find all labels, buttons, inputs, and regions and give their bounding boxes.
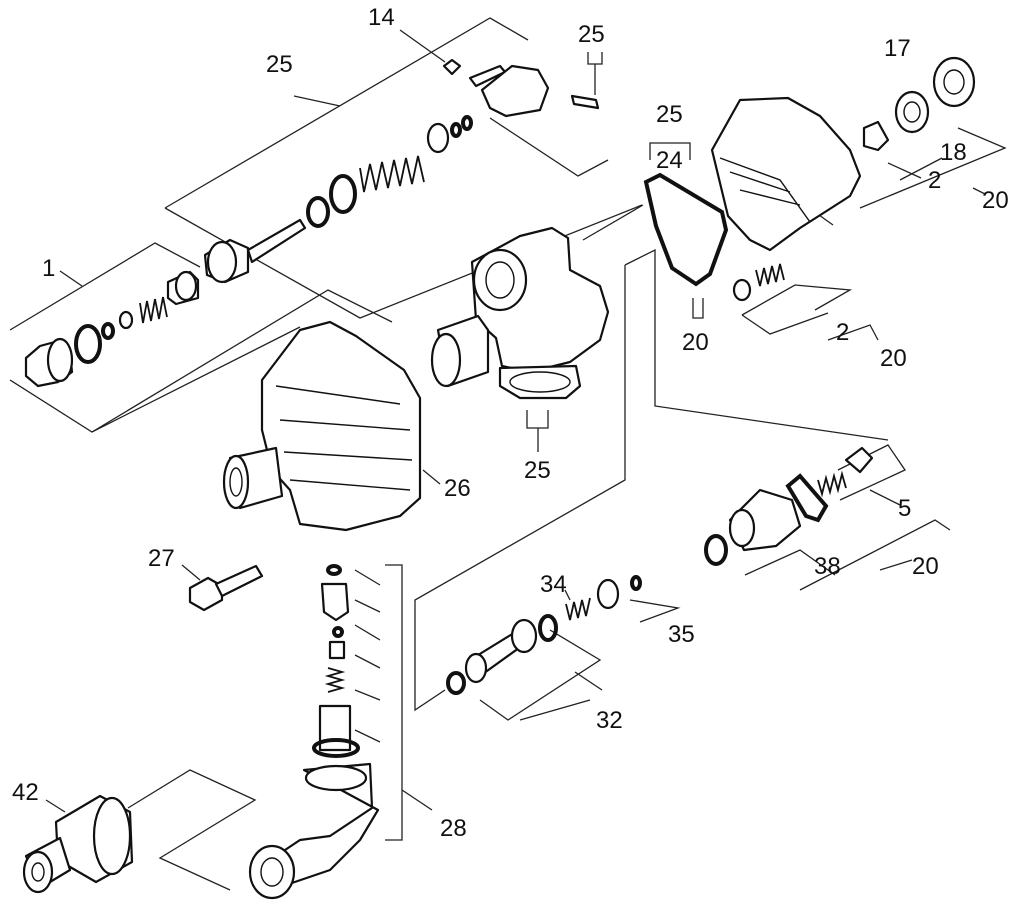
label-part-25: 25	[524, 457, 551, 484]
label-part-2: 2	[836, 319, 849, 346]
part-28-inlet-stack	[248, 564, 380, 900]
part-number-labels: 14 25 25 17 25 24 18 2 20 1 20 2 20 26 2…	[12, 4, 1009, 842]
part-2-valve	[732, 263, 785, 302]
part-14-bracket	[442, 58, 600, 118]
label-part-28: 28	[440, 815, 467, 842]
label-part-5: 5	[898, 495, 911, 522]
label-part-17: 17	[884, 35, 911, 62]
part-24-diaphragm	[643, 172, 729, 287]
part-1-valve-group	[24, 270, 200, 388]
label-part-38: 38	[814, 553, 841, 580]
part-32-piston-group	[446, 575, 642, 695]
label-part-20: 20	[982, 187, 1009, 214]
label-part-24: 24	[656, 147, 683, 174]
part-5-38-valve-group	[704, 446, 874, 566]
part-20-cylinder-head	[710, 56, 976, 252]
label-part-20: 20	[682, 329, 709, 356]
label-part-20: 20	[912, 553, 939, 580]
label-part-42: 42	[12, 779, 39, 806]
label-part-2: 2	[928, 167, 941, 194]
part-25-valve-stack	[203, 115, 473, 284]
label-part-32: 32	[596, 707, 623, 734]
part-27-bolt	[188, 564, 264, 612]
label-part-1: 1	[42, 255, 55, 282]
label-part-14: 14	[368, 4, 395, 31]
label-part-18: 18	[940, 139, 967, 166]
label-part-25: 25	[266, 51, 293, 78]
part-pump-body	[430, 226, 610, 400]
leader-lines	[9, 17, 1007, 891]
label-part-34: 34	[540, 571, 567, 598]
label-part-26: 26	[444, 475, 471, 502]
part-42-hose-coupling	[22, 794, 134, 894]
part-26-housing	[222, 320, 422, 532]
label-part-25: 25	[656, 101, 683, 128]
label-part-27: 27	[148, 545, 175, 572]
label-part-35: 35	[668, 621, 695, 648]
label-part-20: 20	[880, 345, 907, 372]
label-part-25: 25	[578, 21, 605, 48]
